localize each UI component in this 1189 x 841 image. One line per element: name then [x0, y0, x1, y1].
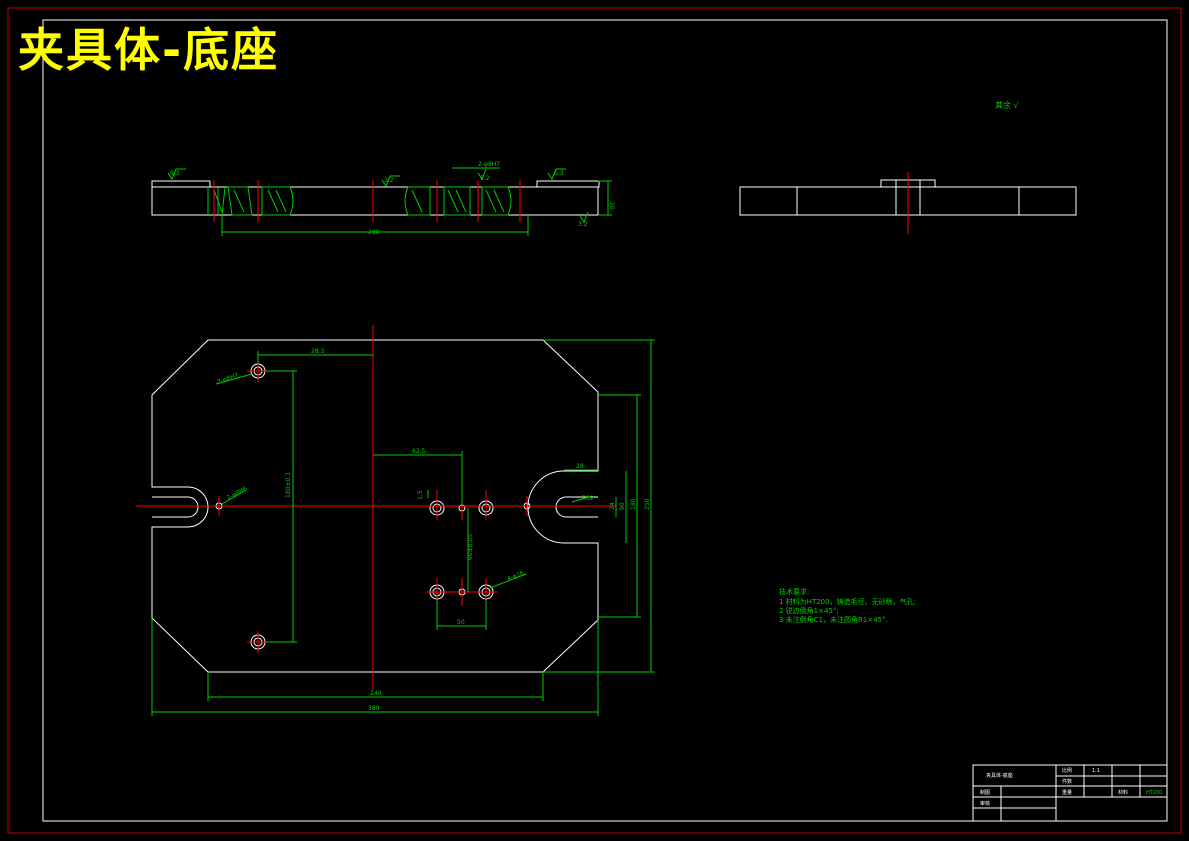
tech-notes-line-1: 1 材料为HT200，铸造毛坯，无砂眼，气孔;: [779, 597, 916, 606]
mid-callout: 4-φ16: [506, 570, 525, 583]
tb-checked-label: 审核: [980, 800, 990, 807]
tech-notes-line-2: 2 锐边倒角1×45°;: [779, 606, 839, 615]
mid-v1-dim: 1.5: [417, 490, 424, 500]
inner-border: [42, 19, 1168, 822]
thickness-dim: 20: [608, 202, 615, 210]
bottom-total-dim: 380: [368, 705, 380, 712]
roughness-d: 3.2: [578, 221, 588, 228]
drawing-title: 夹具体-底座: [18, 23, 280, 77]
mid-vert-dim: 60±0.05: [467, 534, 474, 560]
roughness-b: 3.2: [384, 177, 394, 184]
outer-border: [7, 7, 1182, 834]
roughness-c: 6.3: [554, 170, 564, 177]
tb-part-name: 夹具体-底座: [986, 772, 1013, 779]
tech-notes-line-3: 3 未注倒角C1，未注圆角R1×45°.: [779, 615, 888, 624]
top-callout-1: 2-φ8H7: [216, 372, 239, 386]
side-length-dim: 280: [368, 229, 380, 236]
right-v2-dim: 90: [619, 502, 626, 510]
tech-notes: 技术要求: 1 材料为HT200，铸造毛坯，无砂眼，气孔; 2 锐边倒角1×45…: [779, 587, 916, 624]
title-block-text: 夹具体-底座 比例 1:1 件数 重量 材料 HT200 制图 审核: [980, 767, 1162, 807]
mid-h1-dim: 62.5: [412, 448, 426, 455]
left-vert-dim: 180±0.1: [285, 472, 292, 498]
side-view: 280 6.3 3.2 6.3 3.2 3.2 20 2-φ8H7: [151, 161, 615, 236]
end-view: [739, 172, 1077, 234]
hole-callout-top: 2-φ8H7: [478, 161, 500, 168]
left-callout: 2-φ8H6: [226, 485, 249, 502]
right-v1-dim: 24: [609, 502, 616, 510]
tb-weight-label: 重量: [1062, 789, 1072, 796]
tb-scale-label: 比例: [1062, 767, 1072, 774]
bottom-inner-dim: 240: [370, 690, 382, 697]
title-block: [972, 598, 1168, 822]
roughness-e: 3.2: [480, 175, 490, 182]
tb-count-label: 件数: [1062, 778, 1072, 785]
tb-drawn-label: 制图: [980, 789, 990, 796]
right-slot-dim: R12: [582, 495, 594, 502]
right-v4-dim: 250: [644, 498, 651, 510]
roughness-note: 其余 √: [995, 100, 1020, 110]
tb-scale-value: 1:1: [1092, 768, 1100, 774]
right-v3-dim: 180: [630, 498, 637, 510]
tech-notes-heading: 技术要求:: [779, 587, 809, 596]
tb-material-label: 材料: [1118, 789, 1128, 796]
right-h-dim: 28: [576, 463, 584, 470]
tb-material-value: HT200: [1146, 790, 1162, 796]
roughness-a: 6.3: [170, 170, 180, 177]
mid-h2-dim: 50: [457, 619, 465, 626]
top-h1-dim: 28.3: [311, 348, 325, 355]
plan-view: 28.3 2-φ8H7 2-φ8H6 180±0.1 62.5 1.5 60±0…: [136, 325, 655, 716]
